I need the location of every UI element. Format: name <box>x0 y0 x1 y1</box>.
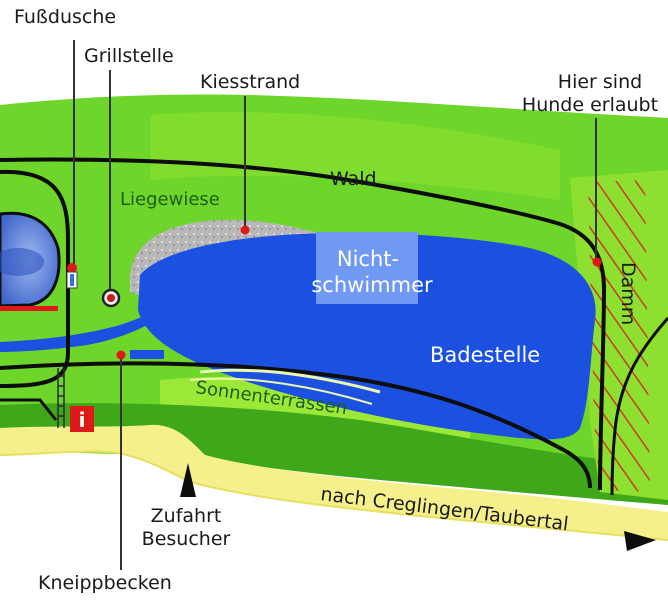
ladder-track <box>58 375 64 417</box>
label-wald: Wald <box>330 168 377 190</box>
label-badestelle: Badestelle <box>430 343 540 367</box>
pool-shade <box>0 248 44 276</box>
label-fussdusche: Fußdusche <box>14 6 116 28</box>
label-liegewiese: Liegewiese <box>120 189 220 210</box>
pool-edge <box>0 306 58 311</box>
meadow-light-area <box>160 376 470 440</box>
label-kiesstrand: Kiesstrand <box>200 71 300 93</box>
hunde-marker <box>592 257 602 267</box>
label-hunde-line1: Hier sind <box>558 71 642 93</box>
info-icon: i <box>70 406 94 432</box>
label-zufahrt-line2: Besucher <box>142 528 231 550</box>
creek <box>0 312 152 352</box>
sun-terrace-line <box>189 377 373 405</box>
shower-icon <box>66 263 78 289</box>
grill-icon <box>101 288 121 308</box>
label-nichtschwimmer-line1: Nicht- <box>337 247 399 271</box>
label-damm: Damm <box>617 262 639 325</box>
kneipp-marker <box>116 350 126 360</box>
road-edge <box>0 450 668 541</box>
label-hunde-line2: Hunde erlaubt <box>522 94 658 116</box>
path-wald <box>0 157 607 491</box>
sun-terrace-line <box>199 368 381 394</box>
ladder-track <box>57 368 65 428</box>
non-swimmer-area <box>316 232 418 304</box>
lake <box>138 232 596 440</box>
label-nichtschwimmer-line2: schwimmer <box>311 273 433 297</box>
path-bridge <box>0 398 58 421</box>
label-kneippbecken: Kneippbecken <box>38 572 172 594</box>
road <box>0 424 668 540</box>
path-inner-loop <box>0 169 70 388</box>
meadow-light-area <box>150 112 560 200</box>
label-zufahrt-line1: Zufahrt <box>151 505 222 527</box>
path-south <box>0 361 592 489</box>
label-grillstelle: Grillstelle <box>84 45 174 67</box>
kiesstrand-marker <box>240 225 250 235</box>
dam-hatch <box>588 180 650 492</box>
kneipp-basin <box>130 350 164 359</box>
arrow-icon <box>180 463 196 497</box>
info-icon-letter: i <box>79 408 86 432</box>
arrow-icon <box>624 531 656 551</box>
path-southeast <box>610 317 668 496</box>
